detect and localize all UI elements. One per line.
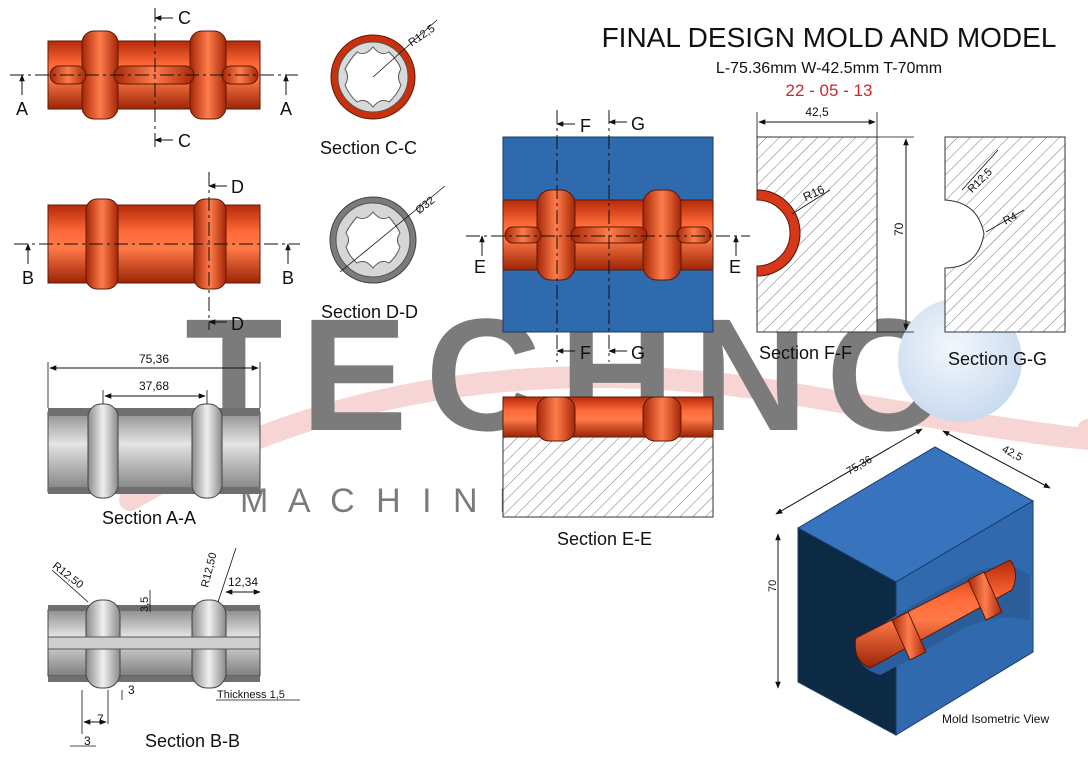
dim-bb-7: 7 xyxy=(97,712,104,726)
dim-ff-height: 70 xyxy=(892,222,906,236)
dim-bb-radius-left: R12,50 xyxy=(50,560,85,591)
section-bb-label: Section B-B xyxy=(145,731,240,751)
section-ff-label: Section F-F xyxy=(759,343,852,363)
section-ee-label: Section E-E xyxy=(557,529,652,549)
dim-cc-radius: R12,5 xyxy=(406,23,437,50)
cut-label-e-left: E xyxy=(474,257,486,277)
section-ff-drawing xyxy=(756,112,914,333)
section-dd-label: Section D-D xyxy=(321,302,418,322)
cut-label-c-bottom: C xyxy=(178,131,191,151)
part-view-middle xyxy=(14,172,300,330)
drawing-title: FINAL DESIGN MOLD AND MODEL xyxy=(602,22,1057,53)
dim-dd-diameter: Ø32 xyxy=(413,195,437,217)
dim-bb-rib-height: 3,5 xyxy=(139,597,151,612)
dim-iso-width: 42,5 xyxy=(1000,443,1025,464)
cut-label-a-right: A xyxy=(280,99,292,119)
dim-iso-height: 70 xyxy=(767,580,779,592)
section-cc-drawing xyxy=(330,19,438,120)
part-view-top xyxy=(10,8,298,150)
section-aa-drawing xyxy=(47,362,261,499)
cut-label-e-right: E xyxy=(729,257,741,277)
dim-bb-3a: 3 xyxy=(128,683,135,697)
section-dd-drawing xyxy=(329,185,446,284)
dim-bb-3b: 3 xyxy=(84,734,91,748)
cut-label-b-left: B xyxy=(22,268,34,288)
cut-label-d-top: D xyxy=(231,177,244,197)
section-ee-drawing xyxy=(502,396,714,518)
drawing-subtitle: L-75.36mm W-42.5mm T-70mm xyxy=(716,60,942,77)
section-bb-drawing xyxy=(47,547,300,747)
dim-aa-pitch: 37,68 xyxy=(139,379,169,393)
dim-bb-radius-right: R12,50 xyxy=(199,551,219,588)
watermark-swoosh xyxy=(119,366,1088,511)
section-aa-label: Section A-A xyxy=(102,508,196,528)
dim-ff-width: 42,5 xyxy=(805,105,829,119)
mold-front-view xyxy=(466,110,750,362)
cut-label-g-bottom: G xyxy=(631,343,645,363)
dim-gg-r2: R4 xyxy=(1001,210,1019,227)
cut-label-f-top: F xyxy=(580,116,591,136)
cut-label-d-bottom: D xyxy=(231,314,244,334)
dim-bb-thickness: Thickness 1,5 xyxy=(217,689,285,701)
drawing-date: 22 - 05 - 13 xyxy=(786,81,873,100)
cut-label-c-top: C xyxy=(178,8,191,28)
section-gg-label: Section G-G xyxy=(948,349,1047,369)
dim-aa-length: 75,36 xyxy=(139,352,169,366)
section-cc-label: Section C-C xyxy=(320,138,417,158)
mold-isometric-view xyxy=(775,428,1051,736)
cut-label-a-left: A xyxy=(16,99,28,119)
cut-label-b-right: B xyxy=(282,268,294,288)
dim-bb-end: 12,34 xyxy=(228,575,258,589)
cut-label-g-top: G xyxy=(631,114,645,134)
section-gg-drawing xyxy=(944,136,1066,333)
isometric-view-label: Mold Isometric View xyxy=(942,712,1049,726)
cut-label-f-bottom: F xyxy=(580,343,591,363)
